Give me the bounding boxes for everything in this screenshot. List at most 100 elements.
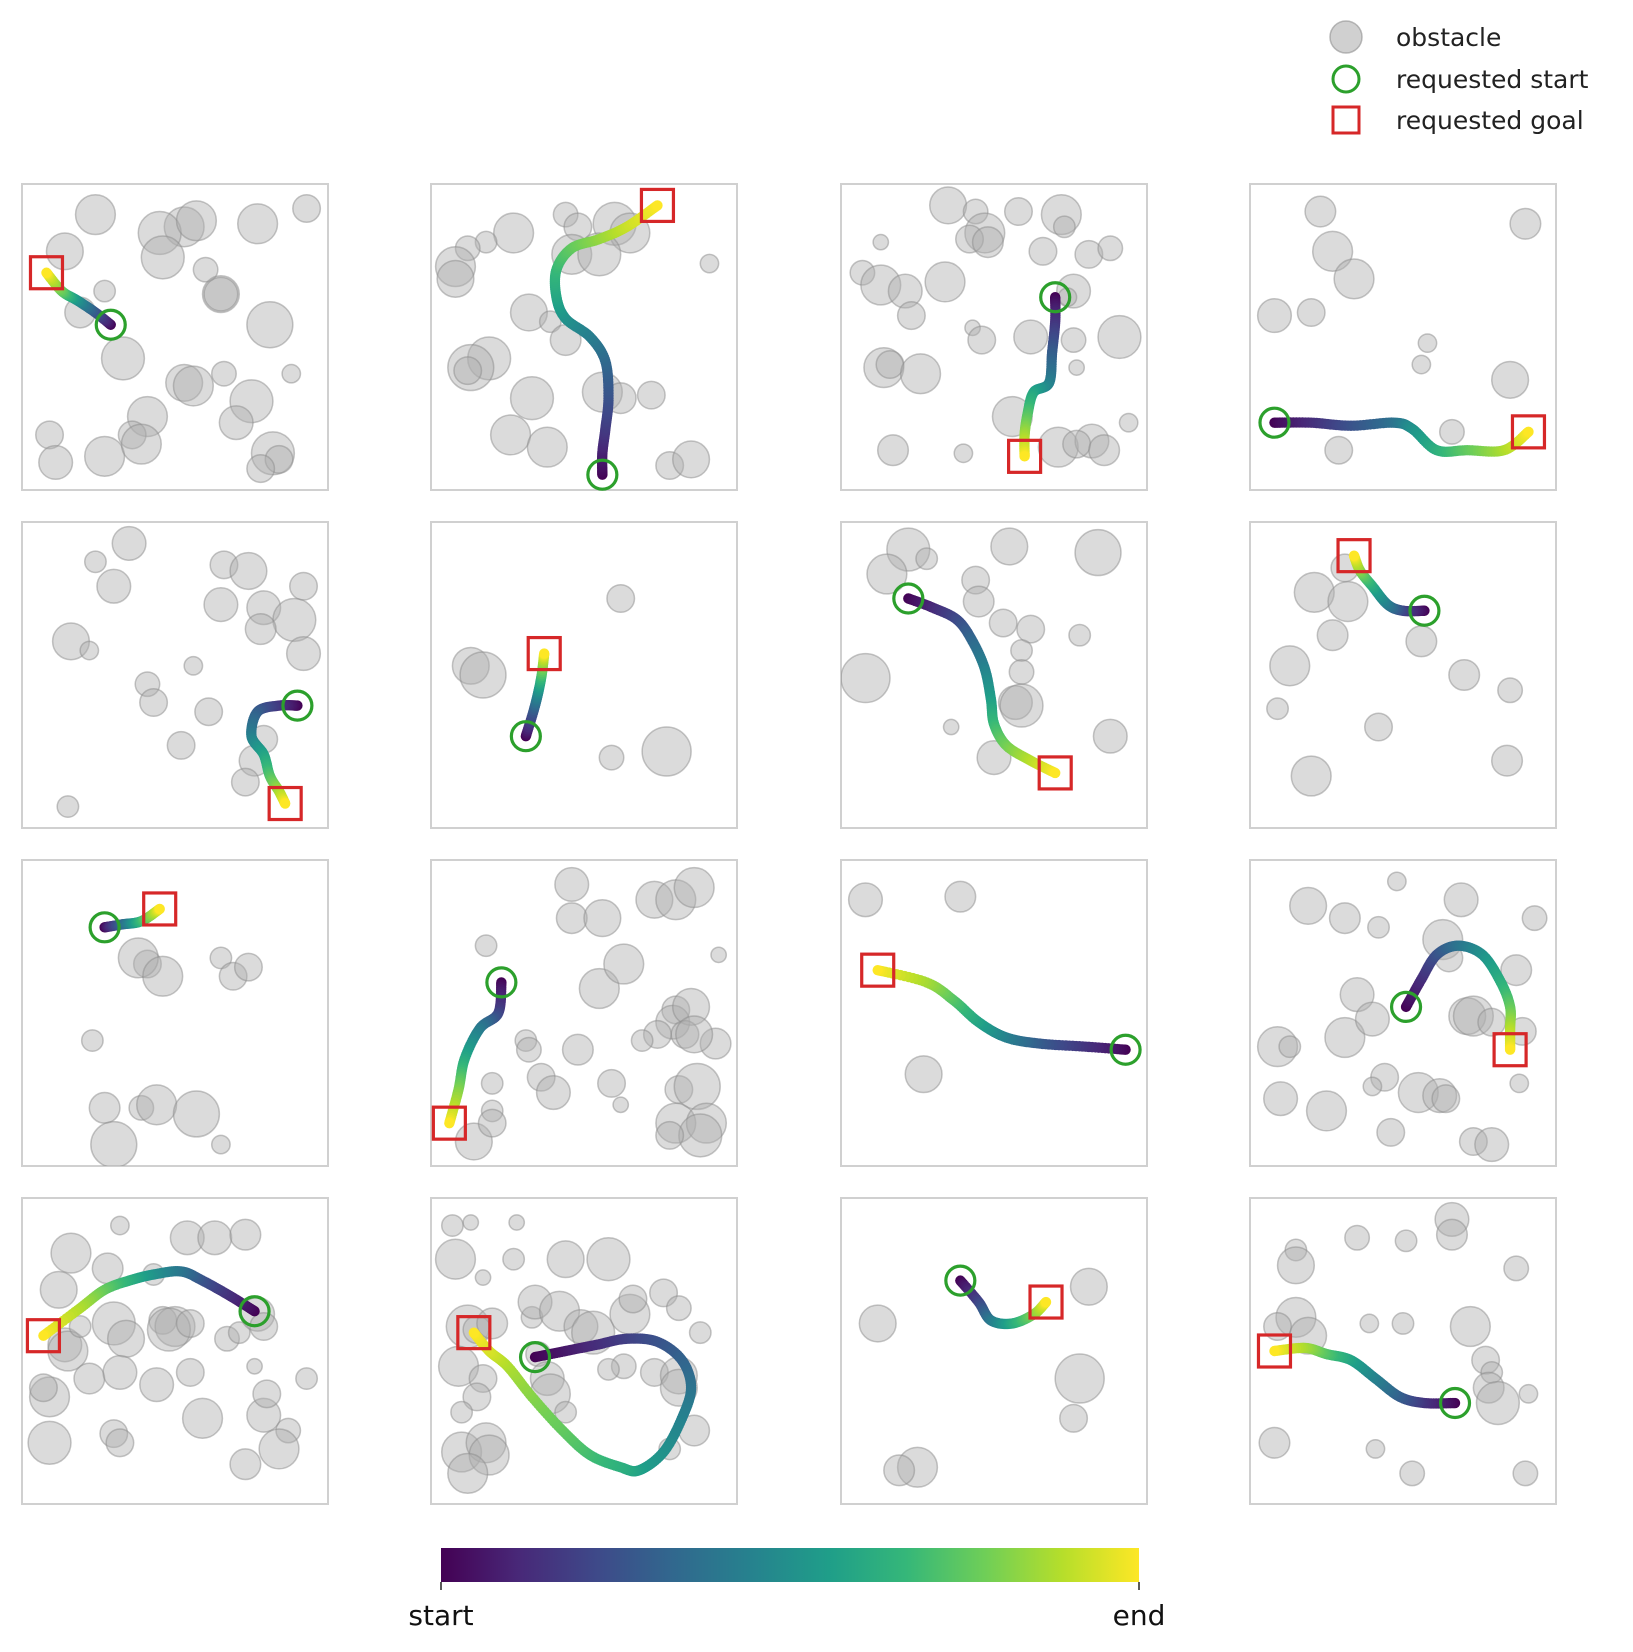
panel-14: [430, 1197, 738, 1505]
obstacle: [860, 264, 902, 306]
obstacle: [944, 880, 977, 913]
obstacle: [883, 1454, 916, 1487]
panel-15: [840, 1197, 1148, 1505]
obstacle: [971, 226, 1004, 259]
requested-start-marker: [94, 308, 127, 341]
obstacle: [673, 1062, 721, 1111]
obstacle: [886, 527, 931, 572]
obstacle: [962, 585, 995, 618]
panel-frame: [840, 521, 1148, 829]
obstacle: [552, 201, 579, 228]
obstacle: [181, 1397, 224, 1439]
panel-frame: [1249, 521, 1557, 829]
obstacle: [1088, 434, 1121, 467]
obstacle: [535, 1074, 571, 1111]
obstacle: [28, 1373, 58, 1403]
obstacle: [214, 1325, 241, 1352]
obstacle: [210, 360, 237, 387]
obstacle: [197, 1220, 233, 1256]
obstacle: [492, 212, 535, 254]
obstacle-group: [858, 1267, 1108, 1488]
obstacle: [172, 365, 214, 407]
panel-3: [840, 183, 1148, 491]
obstacle: [953, 443, 974, 464]
legend-start-label: requested start: [1396, 65, 1589, 94]
obstacle: [258, 1428, 300, 1470]
obstacle: [102, 1354, 138, 1391]
obstacle: [1458, 1127, 1488, 1157]
obstacle: [227, 1321, 251, 1345]
obstacle-group: [1266, 553, 1524, 797]
requested-goal-marker: [142, 891, 178, 927]
obstacle: [462, 1382, 492, 1412]
obstacle: [246, 301, 294, 349]
obstacle: [289, 571, 319, 601]
obstacle: [630, 1029, 654, 1053]
obstacle: [872, 233, 890, 251]
obstacle: [1028, 236, 1058, 266]
obstacle: [295, 1367, 319, 1391]
requested-start-marker: [509, 720, 542, 753]
obstacle: [1328, 902, 1361, 935]
obstacle: [229, 1218, 262, 1251]
obstacle: [612, 1096, 630, 1114]
obstacle: [474, 230, 498, 254]
obstacle: [1068, 623, 1092, 647]
panel-frame: [840, 1197, 1148, 1505]
obstacle: [1333, 258, 1375, 300]
obstacle: [79, 640, 100, 661]
obstacle: [477, 1108, 507, 1138]
path-point: [1504, 1044, 1516, 1055]
obstacle: [1054, 1353, 1105, 1404]
obstacle: [928, 186, 968, 225]
obstacle: [209, 550, 239, 580]
obstacle: [1422, 1078, 1458, 1114]
obstacle: [146, 1307, 192, 1352]
obstacle: [1275, 1296, 1317, 1338]
obstacle: [1509, 1073, 1530, 1094]
obstacle: [1040, 193, 1082, 236]
colorbar-label-end: end: [1113, 1599, 1166, 1632]
obstacle: [509, 376, 555, 421]
obstacle: [229, 1448, 262, 1481]
obstacle: [175, 1357, 205, 1387]
obstacle: [480, 1099, 504, 1123]
requested-goal-marker: [860, 952, 896, 988]
obstacle: [976, 740, 1012, 776]
obstacle: [1013, 319, 1049, 355]
panel-12: [1249, 859, 1557, 1167]
requested-goal-marker: [456, 1315, 492, 1351]
obstacle: [1362, 1076, 1383, 1097]
obstacle: [246, 590, 282, 626]
obstacle: [453, 356, 483, 386]
obstacle: [554, 866, 590, 903]
obstacle: [1359, 1313, 1380, 1334]
obstacle: [480, 1071, 504, 1095]
obstacle: [1296, 298, 1326, 328]
obstacle: [1289, 886, 1328, 926]
obstacle: [1074, 528, 1122, 577]
requested-start-marker: [1438, 1386, 1472, 1420]
obstacle: [468, 1364, 498, 1394]
obstacle: [1521, 905, 1548, 932]
obstacle: [192, 256, 219, 283]
obstacle: [635, 880, 674, 919]
obstacle: [1472, 1371, 1505, 1404]
obstacle: [203, 276, 239, 312]
obstacle: [203, 587, 239, 623]
panel-grid: [21, 183, 1557, 1505]
obstacle: [1431, 1084, 1461, 1114]
legend-start-marker: [1331, 64, 1361, 94]
obstacle: [896, 301, 926, 331]
colorbar: start end: [408, 1548, 1165, 1632]
obstacle: [1118, 412, 1139, 433]
obstacle: [434, 245, 477, 288]
obstacle: [1003, 197, 1033, 227]
obstacle: [964, 212, 1006, 254]
requested-goal-marker: [1006, 438, 1043, 474]
obstacle: [93, 279, 117, 303]
obstacle: [462, 1214, 480, 1231]
obstacle: [847, 882, 884, 918]
obstacle: [134, 671, 161, 698]
obstacle: [1263, 1081, 1299, 1117]
